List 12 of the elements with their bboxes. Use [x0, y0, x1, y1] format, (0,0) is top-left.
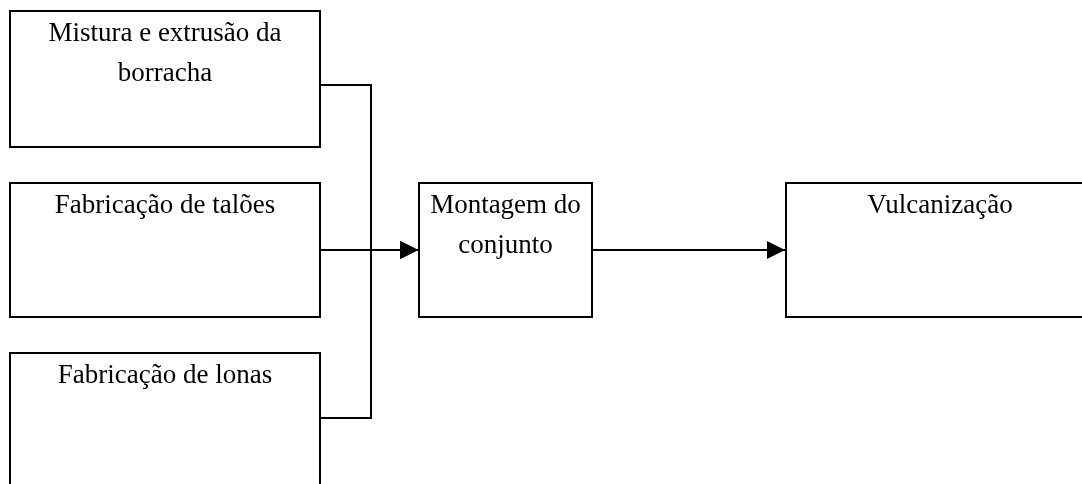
arrow [320, 241, 419, 419]
box-label: Vulcanização [867, 188, 1013, 221]
process-box [418, 182, 593, 318]
box-label: Fabricação de lonas [57, 358, 273, 391]
box-label: Montagem do conjunto [429, 188, 582, 261]
process-box [9, 352, 321, 484]
process-box [9, 182, 321, 318]
box-label: Mistura e extrusão da borracha [47, 16, 283, 89]
process-box [785, 182, 1082, 318]
process-box [9, 10, 321, 148]
box-label: Fabricação de talões [54, 188, 276, 221]
arrow [592, 241, 786, 259]
